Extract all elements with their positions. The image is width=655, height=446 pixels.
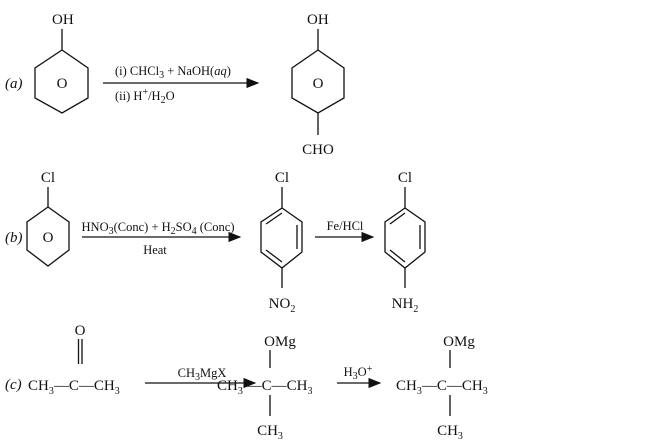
double-bonds <box>265 212 298 263</box>
product-cho: CHO <box>302 142 334 158</box>
reaction-b-label: (b) <box>5 230 23 246</box>
benzene-ring-kekule <box>260 207 303 269</box>
double-bonds <box>389 212 421 263</box>
ring-circle-label: O <box>313 76 324 92</box>
reagent-b-2: Heat <box>143 243 167 257</box>
intermediate-omg: OMg <box>264 334 296 350</box>
aniline-cl: Cl <box>398 170 412 186</box>
benzene-ring <box>26 206 70 267</box>
reaction-a-label: (a) <box>5 76 23 92</box>
reaction-c: (c) O CH3—C—CH3 CH3MgX OMg CH3 —C—CH3 CH… <box>5 323 488 442</box>
reagent-c-1: CH3MgX <box>178 366 227 383</box>
product-chain: CH3—C—CH3 <box>396 378 488 397</box>
double-bond <box>77 339 83 364</box>
acetone-chain: CH3—C—CH3 <box>28 378 120 397</box>
intermediate-chain: CH3 —C—CH3 <box>217 378 312 397</box>
reaction-b: (b) Cl O HNO3(Conc) + H2SO4 (Conc) Heat … <box>5 170 426 315</box>
reagent-b-3: Fe/HCl <box>327 219 364 233</box>
reagent-c-2: H3O+ <box>344 364 373 382</box>
reagent-a-1: (i) CHCl3 + NaOH(aq) <box>115 64 231 81</box>
product-oh: OH <box>307 12 329 28</box>
benzene-ring-kekule <box>384 207 426 269</box>
nitro-cl: Cl <box>275 170 289 186</box>
reagent-a-2: (ii) H+/H2O <box>115 87 175 106</box>
amino-group: NH2 <box>392 296 419 315</box>
carbonyl-o: O <box>75 323 86 339</box>
ring-circle-label: O <box>43 230 54 246</box>
ring-circle-label: O <box>57 76 68 92</box>
phenol-oh: OH <box>52 12 74 28</box>
chlorobenzene-cl: Cl <box>41 170 55 186</box>
intermediate-ch3: CH3 <box>257 423 283 442</box>
benzene-ring <box>34 49 89 114</box>
reaction-c-label: (c) <box>5 377 22 393</box>
reagent-b-1: HNO3(Conc) + H2SO4 (Conc) <box>82 220 235 237</box>
reaction-a: (a) OH O (i) CHCl3 + NaOH(aq) (ii) H+/H2… <box>5 12 345 158</box>
product-omg: OMg <box>443 334 475 350</box>
product-ch3: CH3 <box>437 423 463 442</box>
nitro-group: NO2 <box>269 296 296 315</box>
